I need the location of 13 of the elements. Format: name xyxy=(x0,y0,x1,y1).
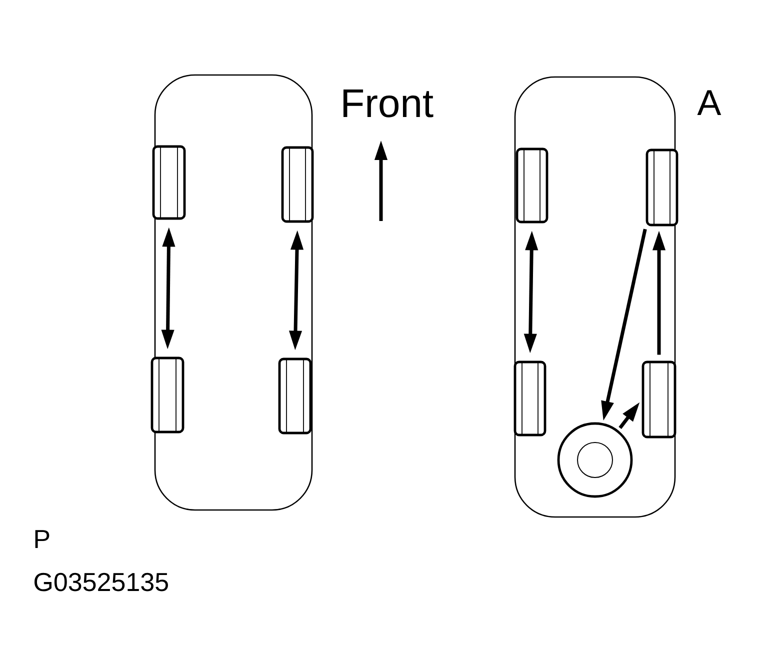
figure-code: G03525135 xyxy=(34,572,168,592)
spare-tire xyxy=(557,422,633,498)
tire xyxy=(516,148,548,224)
letter-label: P xyxy=(35,530,50,548)
tire xyxy=(281,146,314,223)
text-label: Front xyxy=(343,89,434,118)
tire xyxy=(278,358,312,434)
tire xyxy=(150,356,184,434)
tire xyxy=(152,145,186,220)
tire xyxy=(642,360,676,438)
tire xyxy=(646,148,678,226)
tire xyxy=(514,360,546,436)
letter-label: A xyxy=(697,90,722,115)
